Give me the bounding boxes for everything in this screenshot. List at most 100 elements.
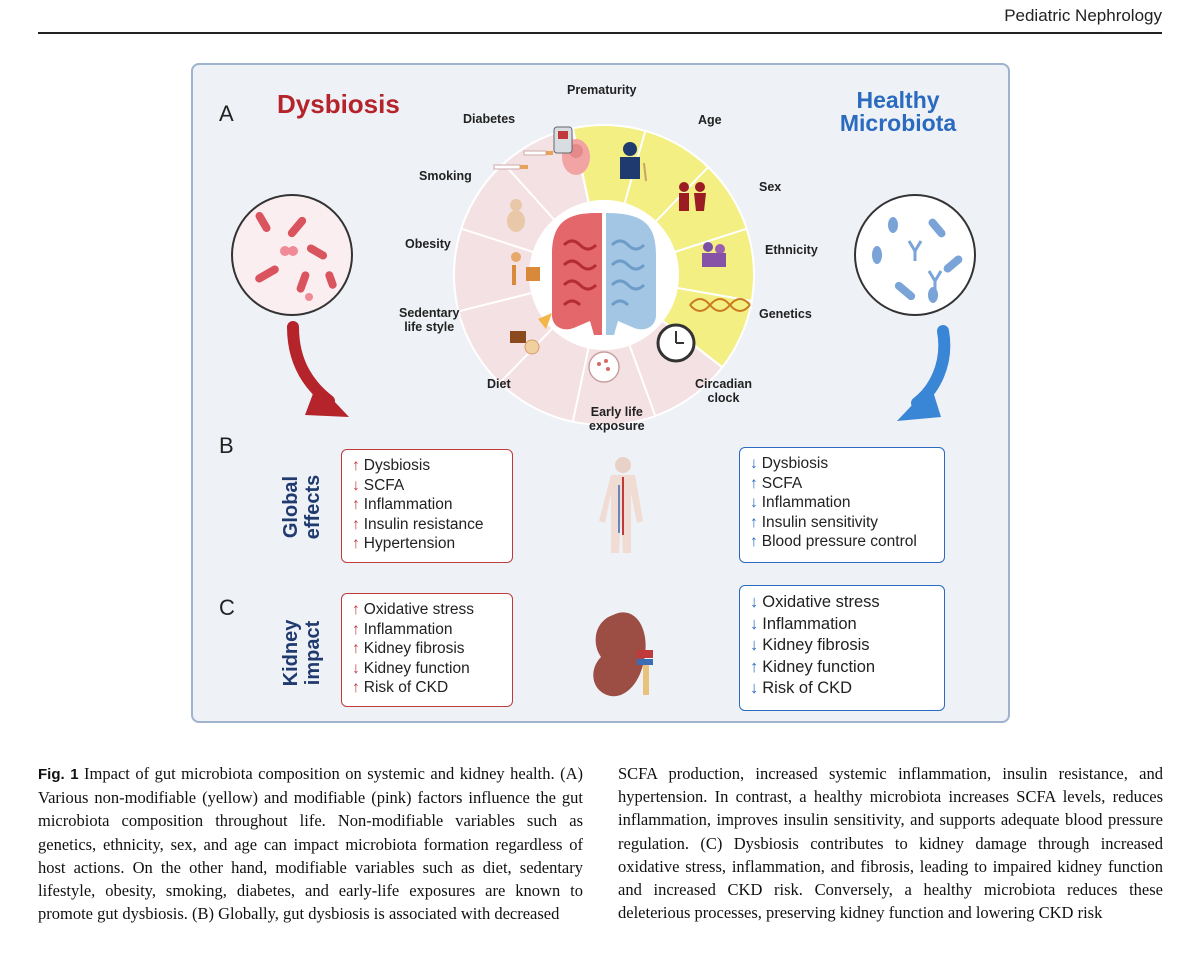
effect-text: Kidney function bbox=[363, 659, 470, 677]
early-line1: Early life bbox=[590, 405, 643, 419]
kidney-impact-dysbiosis-box: ↑Oxidative stress↑Inflammation↑Kidney fi… bbox=[341, 593, 513, 707]
global-effects-dysbiosis-box: ↑Dysbiosis↓SCFA↑Inflammation↑Insulin res… bbox=[341, 449, 513, 563]
figure-panel: A B C Dysbiosis Healthy Microbiota Prema… bbox=[191, 63, 1010, 723]
arrow-down-icon: ↓ bbox=[750, 494, 758, 512]
wheel-divider bbox=[499, 327, 554, 384]
effect-item: ↓Oxidative stress bbox=[750, 592, 934, 614]
arrow-up-icon: ↑ bbox=[352, 496, 360, 514]
kidney-impact-line1: Kidney bbox=[280, 619, 302, 687]
dysbiosis-microbes bbox=[231, 194, 353, 316]
factor-diabetes: Diabetes bbox=[463, 112, 516, 126]
effect-item: ↑Inflammation bbox=[352, 620, 502, 640]
figure-caption-right: SCFA production, increased systemic infl… bbox=[618, 764, 1163, 923]
sedentary-line2: life style bbox=[404, 320, 455, 334]
effect-item: ↓Risk of CKD bbox=[750, 678, 934, 700]
arrow-down-icon: ↓ bbox=[750, 614, 759, 633]
sedentary-icon bbox=[511, 252, 540, 285]
effect-item: ↑Insulin resistance bbox=[352, 515, 502, 535]
kidney-impact-label: Kidney impact bbox=[280, 598, 324, 708]
human-body-icon bbox=[599, 457, 643, 553]
effect-item: ↑SCFA bbox=[750, 474, 934, 494]
kidney-impact-healthy-box: ↓Oxidative stress↓Inflammation↓Kidney fi… bbox=[739, 585, 945, 711]
factor-obesity: Obesity bbox=[405, 237, 451, 251]
effect-item: ↓Kidney function bbox=[352, 659, 502, 679]
factor-sex: Sex bbox=[759, 180, 782, 194]
figure-illustration bbox=[231, 124, 976, 697]
arrow-up-icon: ↑ bbox=[352, 601, 360, 618]
wheel-divider bbox=[461, 227, 534, 254]
header-divider bbox=[38, 32, 1162, 34]
arrow-up-icon: ↑ bbox=[750, 657, 759, 676]
effect-item: ↑Dysbiosis bbox=[352, 456, 502, 476]
factor-smoking: Smoking bbox=[419, 169, 472, 183]
effect-item: ↑Risk of CKD bbox=[352, 678, 502, 698]
arrow-down-icon: ↓ bbox=[352, 659, 360, 677]
effect-item: ↑Insulin sensitivity bbox=[750, 513, 934, 533]
healthy-arrow bbox=[897, 325, 951, 421]
panel-label-c: C bbox=[219, 595, 235, 620]
arrow-up-icon: ↑ bbox=[352, 620, 360, 638]
healthy-title-line1: Healthy bbox=[856, 87, 940, 113]
arrow-up-icon: ↑ bbox=[352, 640, 360, 658]
effect-item: ↑Hypertension bbox=[352, 534, 502, 554]
global-effects-healthy-box: ↓Dysbiosis↑SCFA↓Inflammation↑Insulin sen… bbox=[739, 447, 945, 563]
effect-text: Risk of CKD bbox=[363, 679, 449, 697]
ethnicity-icon bbox=[702, 242, 726, 267]
genetics-icon bbox=[689, 298, 751, 312]
effect-item: ↓Kidney fibrosis bbox=[750, 635, 934, 657]
effect-text: Risk of CKD bbox=[762, 679, 853, 697]
effect-item: ↑Inflammation bbox=[352, 495, 502, 515]
arrow-down-icon: ↓ bbox=[750, 593, 759, 611]
effect-text: SCFA bbox=[761, 474, 803, 492]
arrow-up-icon: ↑ bbox=[750, 533, 758, 551]
arrow-up-icon: ↑ bbox=[352, 535, 360, 553]
effect-text: Hypertension bbox=[363, 535, 456, 553]
global-effects-line2: effects bbox=[302, 474, 324, 540]
effect-item: ↓Dysbiosis bbox=[750, 454, 934, 474]
obesity-icon bbox=[507, 199, 525, 232]
effect-item: ↑Oxidative stress bbox=[352, 600, 502, 620]
effect-text: Inflammation bbox=[761, 494, 851, 512]
arrow-down-icon: ↓ bbox=[352, 476, 360, 494]
factor-sedentary: Sedentary life style bbox=[399, 306, 459, 334]
caption-text-left: Impact of gut microbiota composition on … bbox=[38, 764, 583, 924]
healthy-microbes bbox=[854, 194, 976, 316]
effect-item: ↑Kidney function bbox=[750, 657, 934, 679]
sedentary-line1: Sedentary bbox=[399, 306, 460, 320]
clock-icon bbox=[656, 323, 696, 363]
factor-diet: Diet bbox=[487, 377, 511, 391]
factor-circadian-clock: Circadian clock bbox=[695, 377, 752, 405]
effect-text: Kidney fibrosis bbox=[762, 636, 870, 654]
wheel-divider bbox=[674, 227, 747, 254]
effect-text: Insulin sensitivity bbox=[761, 513, 879, 531]
effect-text: Dysbiosis bbox=[363, 457, 431, 474]
effect-text: Inflammation bbox=[762, 614, 857, 633]
arrow-up-icon: ↑ bbox=[750, 513, 758, 531]
age-icon bbox=[620, 142, 647, 182]
effect-text: Kidney fibrosis bbox=[363, 640, 465, 658]
effect-text: Inflammation bbox=[363, 620, 453, 638]
panel-label-b: B bbox=[219, 433, 234, 458]
effect-text: Blood pressure control bbox=[761, 533, 917, 551]
panel-label-a: A bbox=[219, 101, 234, 126]
effect-item: ↑Kidney fibrosis bbox=[352, 639, 502, 659]
effect-text: Oxidative stress bbox=[363, 601, 475, 618]
factor-ethnicity: Ethnicity bbox=[765, 243, 818, 257]
early-line2: exposure bbox=[589, 419, 645, 433]
healthy-title-line2: Microbiota bbox=[839, 110, 957, 136]
effect-text: Insulin resistance bbox=[363, 515, 484, 533]
effect-text: Inflammation bbox=[363, 496, 453, 514]
kidney-impact-line2: impact bbox=[302, 620, 324, 686]
wheel-divider bbox=[502, 162, 556, 221]
arrow-up-icon: ↑ bbox=[352, 457, 360, 474]
arrow-down-icon: ↓ bbox=[750, 636, 759, 654]
global-effects-label: Global effects bbox=[280, 452, 324, 562]
effect-text: Dysbiosis bbox=[761, 455, 829, 472]
diabetes-icon bbox=[553, 126, 573, 154]
smoking-icon bbox=[493, 150, 553, 170]
effect-text: Oxidative stress bbox=[762, 593, 880, 611]
factor-age: Age bbox=[698, 113, 722, 127]
effect-item: ↑Blood pressure control bbox=[750, 532, 934, 552]
effect-item: ↓SCFA bbox=[352, 476, 502, 496]
arrow-up-icon: ↑ bbox=[750, 474, 758, 492]
